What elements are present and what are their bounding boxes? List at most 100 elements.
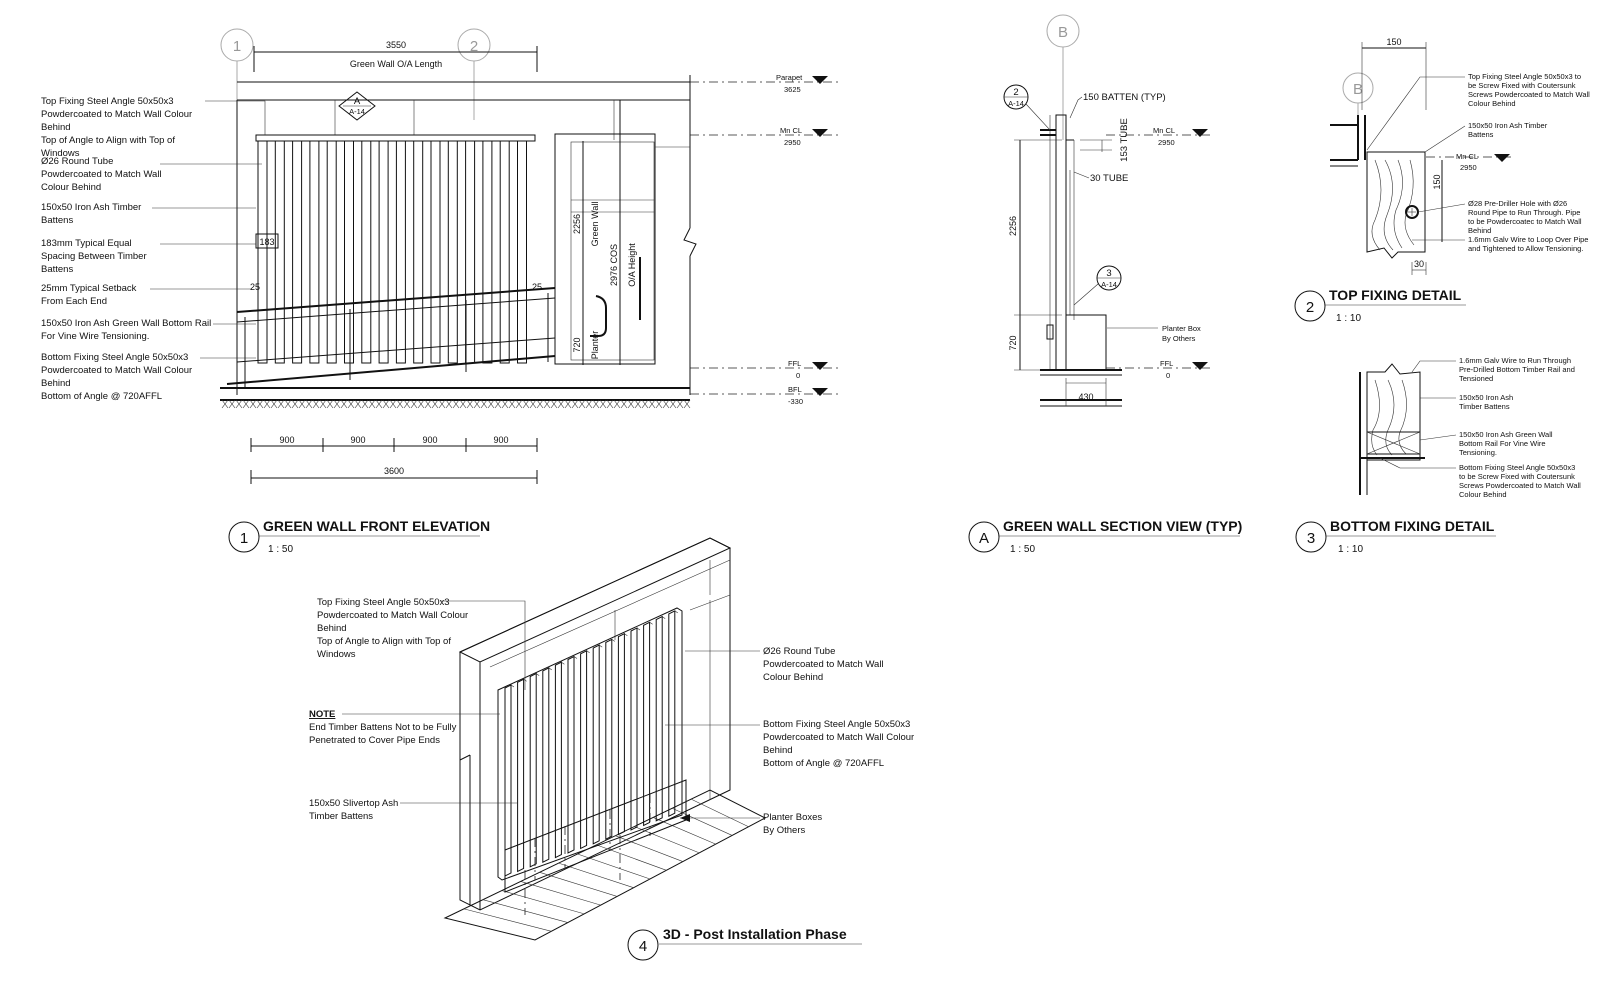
iso-batten	[504, 684, 512, 877]
iso-batten	[617, 632, 625, 836]
top-detail-offset-dim: 30	[1414, 259, 1424, 269]
top-detail-note-angle: Top Fixing Steel Angle 50x50x3 to be Scr…	[1468, 72, 1592, 108]
iso-batten	[542, 667, 550, 864]
level-parapet-name: Parapet	[776, 73, 803, 82]
bottom-detail-number: 3	[1307, 530, 1315, 547]
section-marker-sheet: A-14	[349, 107, 365, 116]
elevation-batten	[413, 140, 424, 364]
spacing-dim: 183	[259, 237, 274, 247]
elevation-batten	[326, 140, 337, 364]
elevation-number: 1	[240, 530, 248, 547]
bottom-detail-note-wire: 1.6mm Galv Wire to Run Through Pre-Drill…	[1459, 356, 1577, 383]
top-detail-number-bubble	[1294, 290, 1326, 322]
elevation-batten	[499, 140, 510, 364]
iso-batten	[517, 678, 525, 873]
ground-hatch	[221, 399, 691, 409]
elev-note-setback: 25mm Typical Setback From Each End	[41, 283, 139, 307]
iso-note-slivertop: 150x50 Slivertop Ash Timber Battens	[309, 798, 401, 822]
elevation-batten	[309, 140, 320, 364]
elevation-batten	[292, 140, 303, 364]
elevation-batten	[344, 140, 354, 364]
setback-right-dim: 25	[532, 282, 542, 292]
section-letter-bubble	[968, 521, 1000, 553]
level-mncl-name: Mn CL	[780, 126, 802, 135]
bottom-detail-rail	[1366, 431, 1421, 455]
section-tube153-label: 153 TUBE	[1119, 118, 1130, 162]
overall-dim: 3550	[386, 40, 406, 50]
elev-note-bottom-rail: 150x50 Iron Ash Green Wall Bottom Rail F…	[41, 318, 214, 342]
top-detail-level-value: 2950	[1460, 163, 1477, 172]
iso-batten	[668, 610, 676, 818]
section-height-dim: 2256	[1008, 216, 1018, 236]
iso-batten	[592, 644, 600, 845]
section-marker-letter: A	[354, 96, 361, 107]
green-wall-dim-label: Green Wall	[590, 202, 600, 247]
elev-note-battens: 150x50 Iron Ash Timber Battens	[41, 202, 144, 226]
iso-deck	[443, 789, 767, 941]
top-detail-width-dim: 150	[1386, 37, 1401, 47]
top-detail-title: TOP FIXING DETAIL	[1329, 287, 1462, 303]
section-planter-dim: 720	[1008, 335, 1018, 350]
elev-note-top-fixing: Top Fixing Steel Angle 50x50x3 Powdercoa…	[41, 96, 195, 159]
iso-wall	[459, 537, 731, 911]
module-dim-2: 900	[350, 435, 365, 445]
level-parapet-value: 3625	[784, 85, 801, 94]
cos-dim: 2976 COS	[609, 244, 619, 286]
bottom-detail-number-bubble	[1295, 521, 1327, 553]
section-title: GREEN WALL SECTION VIEW (TYP)	[1003, 518, 1242, 534]
section-level-ffl-value: 0	[1166, 371, 1170, 380]
overall-dim-label: Green Wall O/A Length	[350, 59, 442, 69]
iso-number-bubble	[627, 929, 659, 961]
level-bfl-value: -330	[788, 397, 803, 406]
grid-label-2: 2	[470, 38, 478, 55]
bottom-detail-timber	[1366, 363, 1421, 461]
iso-number: 4	[639, 938, 647, 955]
elev-note-spacing: 183mm Typical Equal Spacing Between Timb…	[41, 238, 149, 275]
elevation-view: 1 2 3550 Green Wall O/A Length A A-14	[41, 28, 840, 555]
iso-battens	[504, 610, 678, 877]
iso-view: Top Fixing Steel Angle 50x50x3 Powdercoa…	[309, 537, 914, 961]
iso-note-end-battens: NOTE End Timber Battens Not to be Fully …	[309, 709, 459, 746]
section-batten-label: 150 BATTEN (TYP)	[1083, 92, 1166, 103]
elevation-batten	[482, 140, 493, 364]
bottom-detail-note-angle: Bottom Fixing Steel Angle 50x50x3 to be …	[1459, 463, 1583, 499]
top-detail-note-pipe: Ø28 Pre-Driller Hole with Ø26 Round Pipe…	[1468, 199, 1591, 253]
total-dim: 3600	[384, 466, 404, 476]
elevation-levels: Parapet 3625 Mn CL 2950 FFL 0 BFL -330	[690, 73, 840, 406]
section-marker	[338, 91, 376, 121]
elevation-title: GREEN WALL FRONT ELEVATION	[263, 518, 490, 534]
module-dim-1: 900	[279, 435, 294, 445]
section-callout-2-sheet: A-14	[1008, 99, 1024, 108]
elevation-batten	[274, 140, 285, 364]
elevation-batten	[395, 140, 406, 364]
level-bfl-name: BFL	[788, 385, 802, 394]
top-detail-level-name: Mn CL	[1456, 152, 1478, 161]
section-callout-3-sheet: A-14	[1101, 280, 1117, 289]
top-fixing-detail: B 150 150 30 Mn CL 2950 Top Fixing	[1294, 37, 1592, 324]
section-level-mncl-name: Mn CL	[1153, 126, 1175, 135]
section-planter-label-1: Planter Box	[1162, 324, 1201, 333]
level-ffl-value: 0	[796, 371, 800, 380]
iso-batten	[554, 661, 562, 859]
section-scale: 1 : 50	[1010, 544, 1035, 555]
elevation-batten	[378, 140, 389, 364]
module-dim-4: 900	[493, 435, 508, 445]
elevation-batten	[517, 140, 527, 364]
section-letter: A	[979, 530, 989, 547]
elevation-batten	[430, 140, 441, 364]
planter-height-dim: 720	[572, 337, 582, 352]
level-mncl-value: 2950	[784, 138, 801, 147]
elevation-batten	[447, 140, 458, 364]
oa-height-dim: O/A Height	[627, 243, 637, 287]
elevation-batten	[465, 140, 476, 364]
elevation-annotations: Top Fixing Steel Angle 50x50x3 Powdercoa…	[41, 96, 266, 402]
green-wall-battens	[257, 140, 527, 364]
section-wall	[1055, 114, 1067, 371]
bottom-detail-note-rail: 150x50 Iron Ash Green Wall Bottom Rail F…	[1459, 430, 1555, 457]
iso-batten	[529, 672, 537, 868]
elev-note-bottom-fixing: Bottom Fixing Steel Angle 50x50x3 Powder…	[41, 352, 195, 402]
ramp-line	[226, 355, 556, 385]
section-level-ffl-name: FFL	[1160, 359, 1173, 368]
planter-dim-label: Planter	[590, 331, 600, 360]
